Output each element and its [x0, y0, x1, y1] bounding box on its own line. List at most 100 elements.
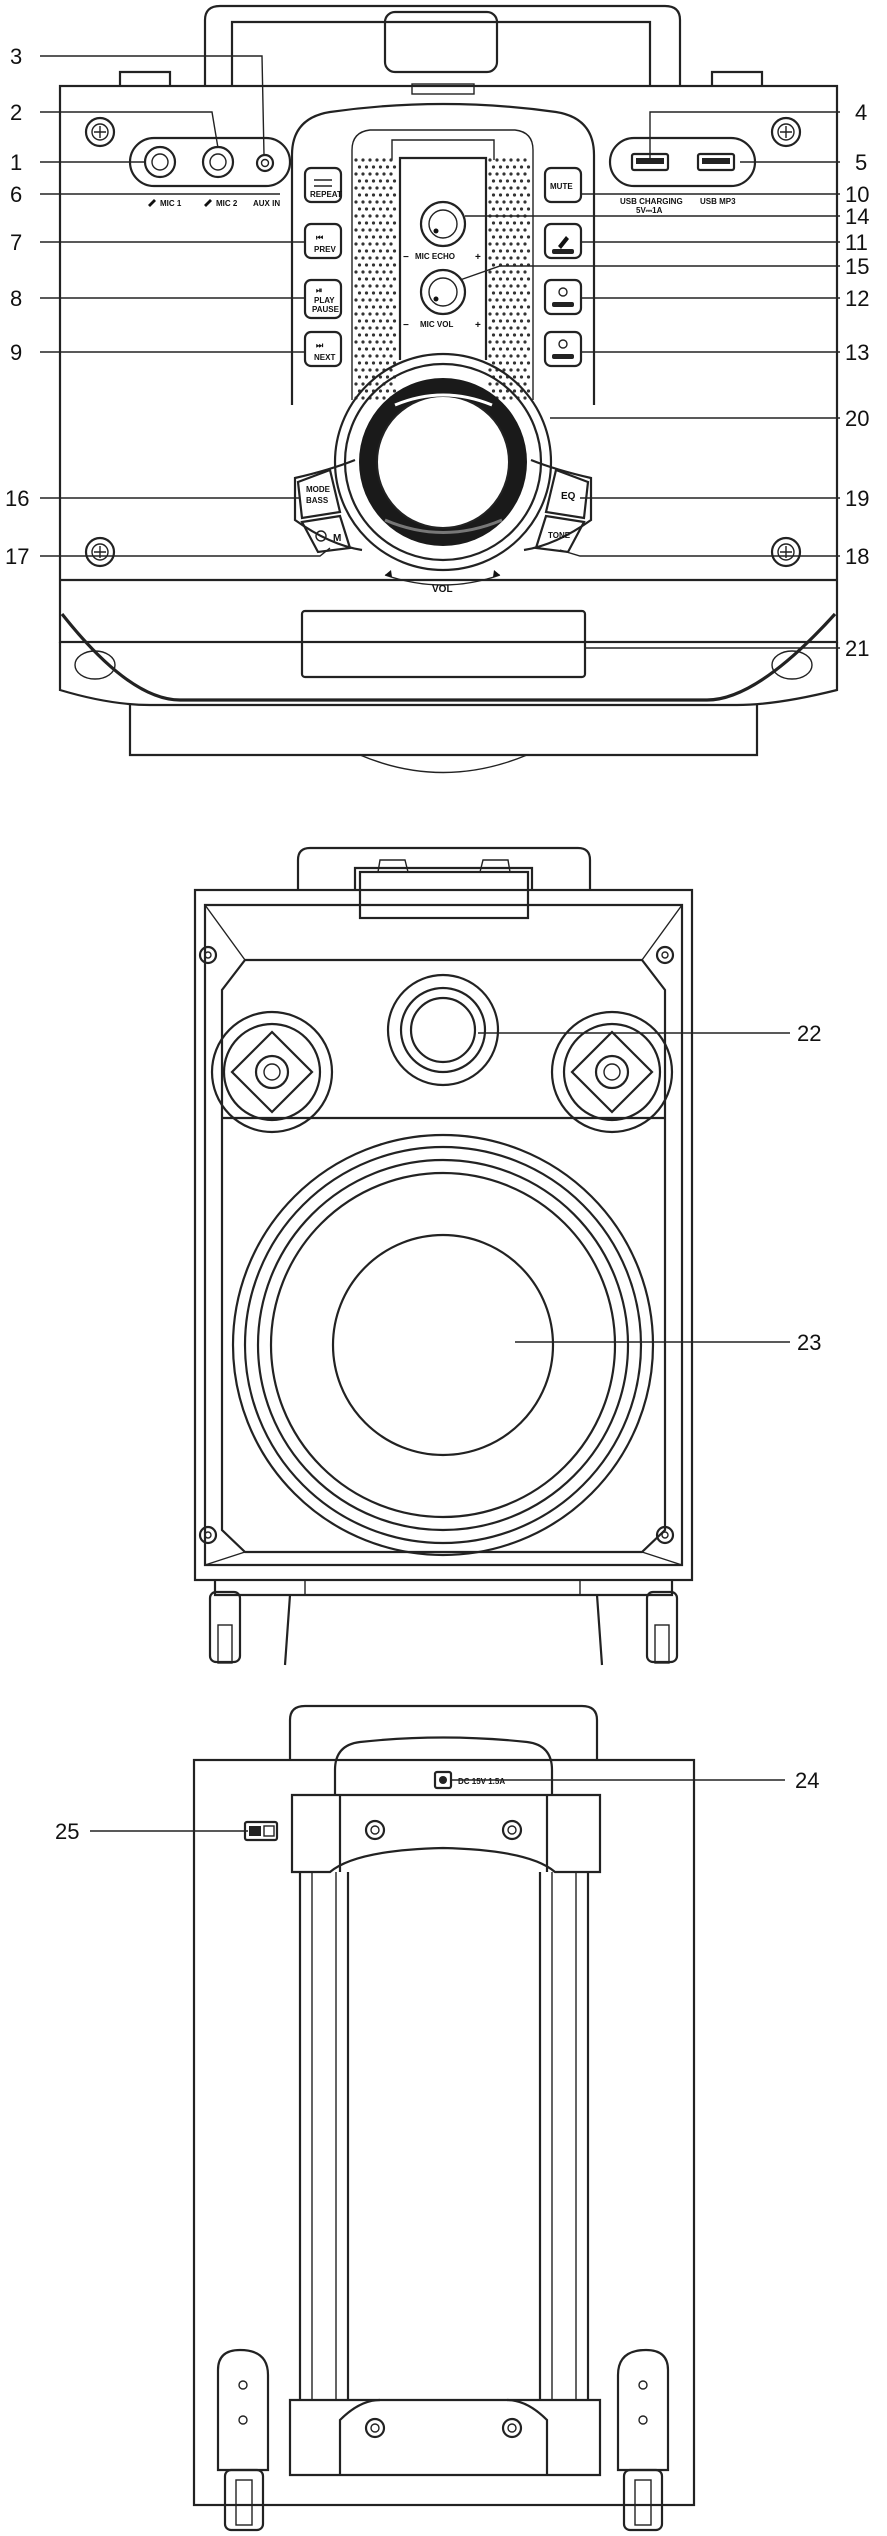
callout-numbers: 1 2 3 4 5 6 7 8 9 10 11 12 13 14 15 16 1…	[5, 44, 869, 1844]
mic-vol-label: MIC VOL	[420, 320, 453, 329]
tweeter	[386, 973, 500, 1087]
wheel-right	[645, 1590, 679, 1664]
callout-24: 24	[795, 1768, 819, 1793]
callout-22: 22	[797, 1021, 821, 1046]
svg-text:PLAY: PLAY	[314, 296, 335, 305]
svg-text:⏯: ⏯	[316, 286, 322, 295]
mic2-jack[interactable]	[201, 145, 235, 179]
screw-icon	[364, 1819, 386, 1841]
light-mode-button[interactable]	[543, 278, 583, 316]
callout-9: 9	[10, 340, 22, 365]
dc-in-label: DC 15V 1.5A	[458, 1777, 505, 1786]
usb-charging-label: USB CHARGING	[620, 197, 683, 206]
screw-icon	[770, 116, 802, 148]
mic-vol-knob[interactable]	[419, 268, 467, 316]
callout-6: 6	[10, 182, 22, 207]
leader-lines	[40, 55, 840, 1832]
mid-speaker-right	[550, 1010, 674, 1134]
aux-in-label: AUX IN	[253, 199, 280, 208]
dc-in-jack[interactable]	[433, 1770, 453, 1790]
power-mode-button[interactable]: M	[300, 514, 352, 554]
next-button[interactable]: ⏭ NEXT	[303, 330, 343, 368]
prev-button[interactable]: ⏮ PREV	[303, 222, 343, 260]
usb-mp3-port[interactable]	[696, 152, 736, 172]
svg-text:EQ: EQ	[561, 491, 576, 502]
mic-echo-knob[interactable]	[419, 200, 467, 248]
svg-text:TONE: TONE	[548, 531, 571, 540]
callout-5: 5	[855, 150, 867, 175]
repeat-button[interactable]: REPEAT	[303, 166, 343, 204]
callout-23: 23	[797, 1330, 821, 1355]
wheel-left	[208, 1590, 242, 1664]
mic-echo-label: MIC ECHO	[415, 252, 455, 261]
svg-text:M: M	[333, 533, 341, 544]
callout-4: 4	[855, 100, 867, 125]
mute-button[interactable]: MUTE	[543, 166, 583, 204]
rear-view: DC 15V 1.5A	[192, 1704, 696, 2532]
callout-18: 18	[845, 544, 869, 569]
control-panel-view: MIC 1 MIC 2 AUX IN USB CHARGING 5V⎓1A US…	[58, 4, 839, 774]
mid-speaker-left	[210, 1010, 334, 1134]
mic-icon	[558, 236, 569, 249]
master-volume-knob[interactable]	[333, 352, 553, 572]
callout-14: 14	[845, 204, 869, 229]
screw-icon	[84, 116, 116, 148]
light-onoff-button[interactable]	[543, 330, 583, 368]
svg-text:MUTE: MUTE	[550, 182, 573, 191]
callout-25: 25	[55, 1819, 79, 1844]
eq-button[interactable]: EQ	[544, 468, 590, 520]
usb-charging-spec: 5V⎓1A	[636, 206, 663, 215]
callout-8: 8	[10, 286, 22, 311]
svg-text:MODE: MODE	[306, 485, 331, 494]
callout-21: 21	[845, 636, 869, 661]
screw-icon	[364, 2417, 386, 2439]
callout-10: 10	[845, 182, 869, 207]
screw-icon	[655, 945, 675, 965]
callout-2: 2	[10, 100, 22, 125]
grille-dots-left	[354, 158, 397, 400]
svg-text:BASS: BASS	[306, 496, 329, 505]
screw-icon	[501, 1819, 523, 1841]
aux-in-jack[interactable]	[255, 153, 275, 173]
svg-text:PAUSE: PAUSE	[312, 305, 340, 314]
rear-wheel-right	[616, 2348, 670, 2532]
rear-wheel-left	[216, 2348, 270, 2532]
callout-20: 20	[845, 406, 869, 431]
light-icon	[558, 287, 568, 297]
callout-12: 12	[845, 286, 869, 311]
power-switch[interactable]	[243, 1820, 279, 1842]
mode-bass-button[interactable]: MODE BASS	[296, 468, 342, 520]
screw-icon	[655, 1525, 675, 1545]
mic-priority-button[interactable]	[543, 222, 583, 260]
play-pause-button[interactable]: ⏯ PLAY PAUSE	[303, 278, 343, 320]
svg-text:⏭: ⏭	[316, 341, 324, 350]
mic1-jack[interactable]	[143, 145, 177, 179]
front-speaker-view	[193, 846, 694, 1666]
svg-text:+: +	[475, 320, 481, 331]
mic-icon	[148, 199, 156, 207]
svg-text:⏮: ⏮	[316, 233, 323, 242]
woofer	[231, 1133, 655, 1557]
tone-button[interactable]: TONE	[534, 514, 586, 554]
callout-16: 16	[5, 486, 29, 511]
mic1-label: MIC 1	[160, 199, 182, 208]
usb-mp3-label: USB MP3	[700, 197, 736, 206]
screw-icon	[770, 536, 802, 568]
callout-3: 3	[10, 44, 22, 69]
grille-dots-right	[488, 158, 531, 400]
svg-text:+: +	[475, 252, 481, 263]
callout-1: 1	[10, 150, 22, 175]
screw-icon	[198, 1525, 218, 1545]
callout-11: 11	[845, 230, 868, 255]
mic2-label: MIC 2	[216, 199, 238, 208]
light-icon	[558, 339, 568, 349]
screw-icon	[84, 536, 116, 568]
svg-text:−: −	[403, 252, 409, 263]
callout-19: 19	[845, 486, 869, 511]
callout-13: 13	[845, 340, 869, 365]
callout-15: 15	[845, 254, 869, 279]
mic-icon	[204, 199, 212, 207]
svg-text:−: −	[403, 320, 409, 331]
